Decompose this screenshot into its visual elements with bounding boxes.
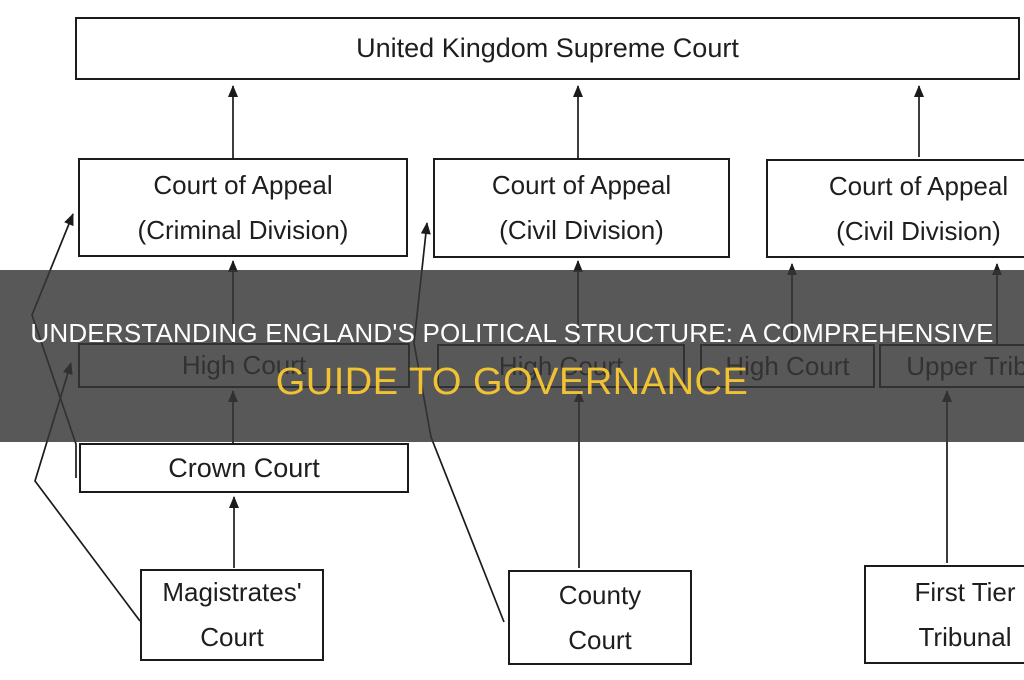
node-magistrates-court: Magistrates' Court — [140, 569, 324, 661]
node-coa-civil-left-line1: Court of Appeal — [491, 170, 672, 200]
node-supreme-court: United Kingdom Supreme Court — [75, 17, 1020, 80]
node-county-court: County Court — [508, 570, 692, 665]
node-first-tier-tribunal: First Tier Tribunal — [864, 565, 1024, 664]
node-coa-criminal-line1: Court of Appeal — [153, 169, 333, 200]
banner-title-line2: GUIDE TO GOVERNANCE — [275, 360, 749, 403]
node-county-line1: County — [558, 579, 642, 610]
node-magistrates-line1: Magistrates' — [162, 577, 302, 607]
node-coa-civil-right-line2: (Civil Division) — [836, 215, 1001, 246]
banner-title-line1: UNDERSTANDING ENGLAND'S POLITICAL STRUCT… — [30, 317, 994, 348]
node-coa-criminal-line2: (Criminal Division) — [137, 214, 349, 245]
node-first-tier-line1: First Tier — [914, 576, 1016, 607]
node-magistrates-line2: Court — [200, 622, 264, 652]
node-court-of-appeal-civil-right: Court of Appeal (Civil Division) — [766, 159, 1024, 258]
node-court-of-appeal-criminal: Court of Appeal (Criminal Division) — [78, 158, 408, 257]
node-court-of-appeal-civil-left: Court of Appeal (Civil Division) — [433, 158, 730, 258]
node-first-tier-line2: Tribunal — [918, 621, 1012, 652]
node-county-line2: Court — [568, 624, 632, 655]
node-crown-court-label: Crown Court — [168, 452, 320, 483]
node-coa-civil-right-line1: Court of Appeal — [828, 170, 1009, 201]
node-crown-court: Crown Court — [79, 443, 409, 493]
node-supreme-court-label: United Kingdom Supreme Court — [356, 33, 739, 63]
node-coa-civil-left-line2: (Civil Division) — [499, 215, 664, 245]
title-overlay-banner: UNDERSTANDING ENGLAND'S POLITICAL STRUCT… — [0, 270, 1024, 442]
